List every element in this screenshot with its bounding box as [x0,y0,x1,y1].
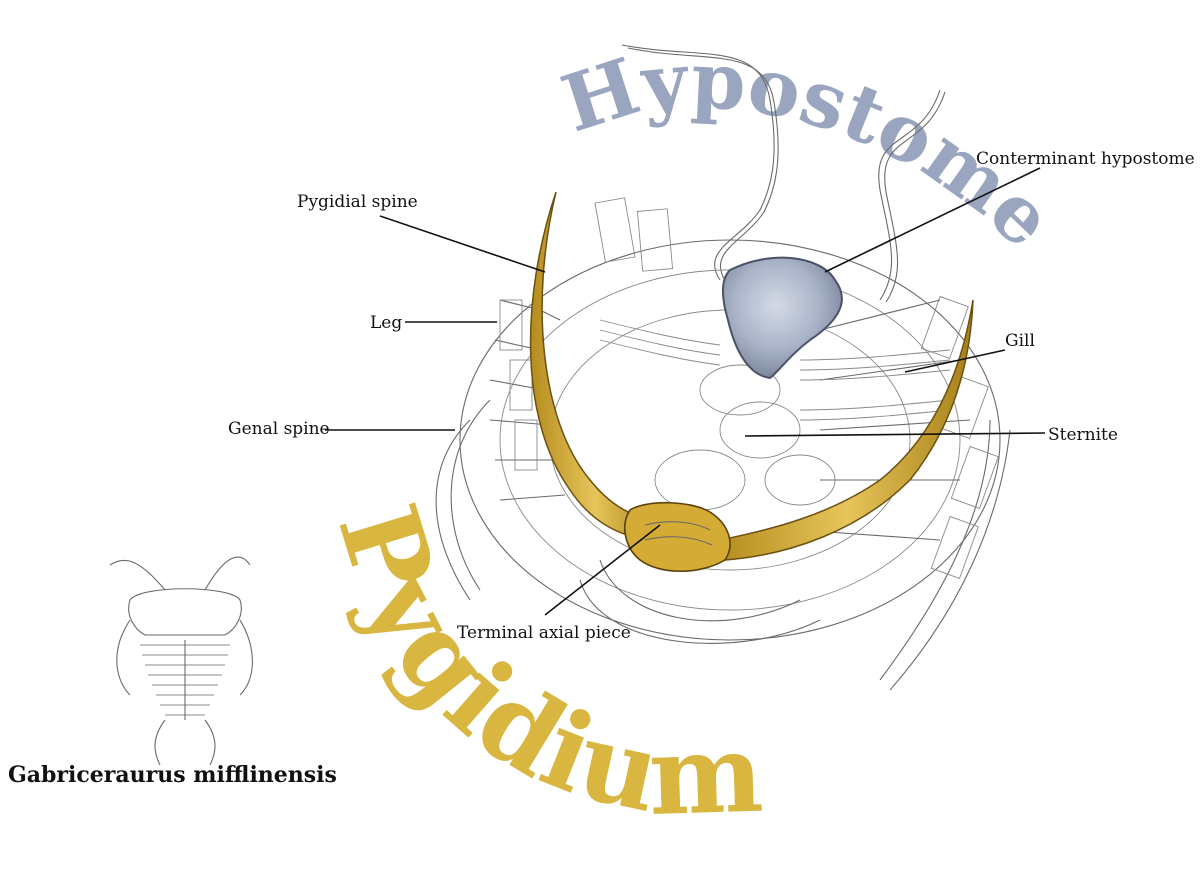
trilobite-dorsal-thumbnail [110,557,252,765]
label-leg: Leg [370,313,402,333]
label-sternite: Sternite [1048,425,1118,445]
leader-terminal-axial-piece [545,525,660,615]
label-gill: Gill [1005,331,1035,351]
legs-left [490,198,673,500]
leader-pygidial-spine [380,216,545,272]
label-conterminant-hypostome: Conterminant hypostome [976,149,1195,169]
pygidium [531,192,973,571]
label-genal-spine: Genal spine [228,419,330,439]
label-terminal-axial-piece: Terminal axial piece [457,623,631,643]
label-pygidial-spine: Pygidial spine [297,192,418,212]
sternites [655,365,835,510]
species-name: Gabriceraurus mifflinensis [8,762,337,788]
